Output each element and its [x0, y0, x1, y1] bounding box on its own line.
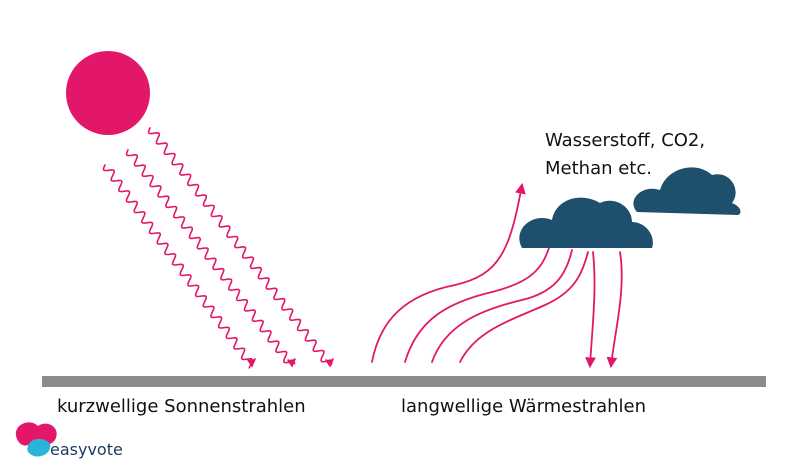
- cloud-icon: [633, 167, 741, 215]
- longwave-ray-1: [404, 247, 550, 363]
- sun-icon: [66, 51, 150, 135]
- easyvote-logo-icon: [15, 422, 57, 457]
- cloud-icon: [519, 197, 653, 248]
- gases-line-1: Wasserstoff, CO2,: [545, 130, 706, 151]
- shortwave-ray-2: [125, 149, 296, 365]
- shortwave-arrowhead-3: [247, 358, 256, 368]
- gases-line-2: Methan etc.: [545, 158, 652, 179]
- greenhouse-gases-label: Wasserstoff, CO2, Methan etc.: [545, 127, 705, 183]
- longwave-ray-3: [459, 251, 589, 363]
- ground-line: [42, 376, 766, 387]
- longwave-ray-down-2: [606, 251, 623, 369]
- longwave-label: langwellige Wärmestrahlen: [401, 396, 647, 417]
- shortwave-arrowhead-1: [325, 358, 334, 368]
- longwave-ray-escaping: [371, 182, 526, 363]
- shortwave-ray-3: [102, 164, 254, 369]
- shortwave-ray-1: [147, 127, 333, 366]
- shortwave-arrowhead-2: [287, 358, 296, 368]
- longwave-rays: [371, 182, 623, 369]
- shortwave-label: kurzwellige Sonnenstrahlen: [57, 396, 306, 417]
- longwave-ray-2: [431, 249, 573, 363]
- easyvote-logo-text: easyvote: [50, 440, 123, 459]
- longwave-ray-down-1: [585, 251, 596, 369]
- shortwave-rays: [102, 127, 334, 369]
